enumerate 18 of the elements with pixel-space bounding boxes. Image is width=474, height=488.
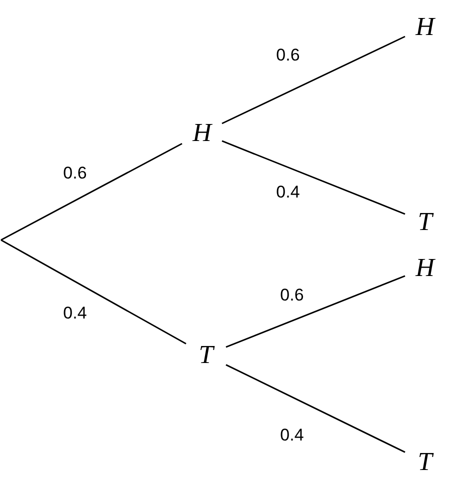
branch-line [222,36,406,124]
probability-label: 0.4 [276,184,300,200]
branch-line [0,239,186,344]
branch-line [0,142,182,241]
outcome-label: T [418,209,432,235]
outcome-label: T [418,449,432,475]
branch-line [226,364,406,453]
outcome-label: H [416,14,434,40]
branch-line [226,275,406,348]
outcome-label: T [198,342,214,368]
probability-label: 0.6 [280,286,304,304]
outcome-label: H [192,120,212,146]
probability-label: 0.4 [280,426,304,444]
probability-label: 0.4 [63,304,87,322]
probability-label: 0.6 [63,164,87,182]
outcome-label: H [416,255,434,281]
probability-label: 0.6 [276,46,300,64]
branch-line [222,140,406,215]
